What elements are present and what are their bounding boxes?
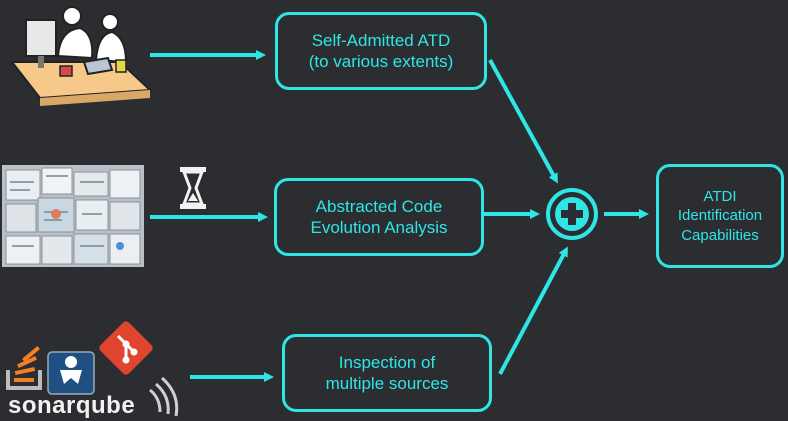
box-inspection-multiple-sources-label: Inspection of multiple sources	[325, 352, 449, 393]
jira-icon	[47, 351, 95, 395]
plus-circle-icon	[546, 188, 598, 240]
box-atdi-identification-capabilities-label: ATDI Identification Capabilities	[677, 187, 763, 244]
box-inspection-multiple-sources: Inspection of multiple sources	[282, 334, 492, 412]
sonarqube-waves-icon	[149, 376, 179, 417]
box-atdi-identification-capabilities: ATDI Identification Capabilities	[656, 164, 784, 268]
sonarqube-logo: sonarqube	[8, 392, 136, 419]
git-icon	[99, 321, 153, 375]
arrow-inspection-to-plus	[498, 246, 568, 375]
whiteboard-collage-icon	[2, 165, 144, 267]
box-self-admitted-atd: Self-Admitted ATD (to various extents)	[275, 12, 487, 90]
box-code-evolution-analysis-label: Abstracted Code Evolution Analysis	[310, 196, 448, 237]
box-code-evolution-analysis: Abstracted Code Evolution Analysis	[274, 178, 484, 256]
people-at-desk-icon	[9, 6, 153, 106]
box-self-admitted-atd-label: Self-Admitted ATD (to various extents)	[308, 30, 454, 71]
stackoverflow-icon	[6, 346, 42, 390]
arrow-self-admitted-to-plus	[488, 59, 558, 184]
hourglass-icon	[180, 167, 206, 209]
